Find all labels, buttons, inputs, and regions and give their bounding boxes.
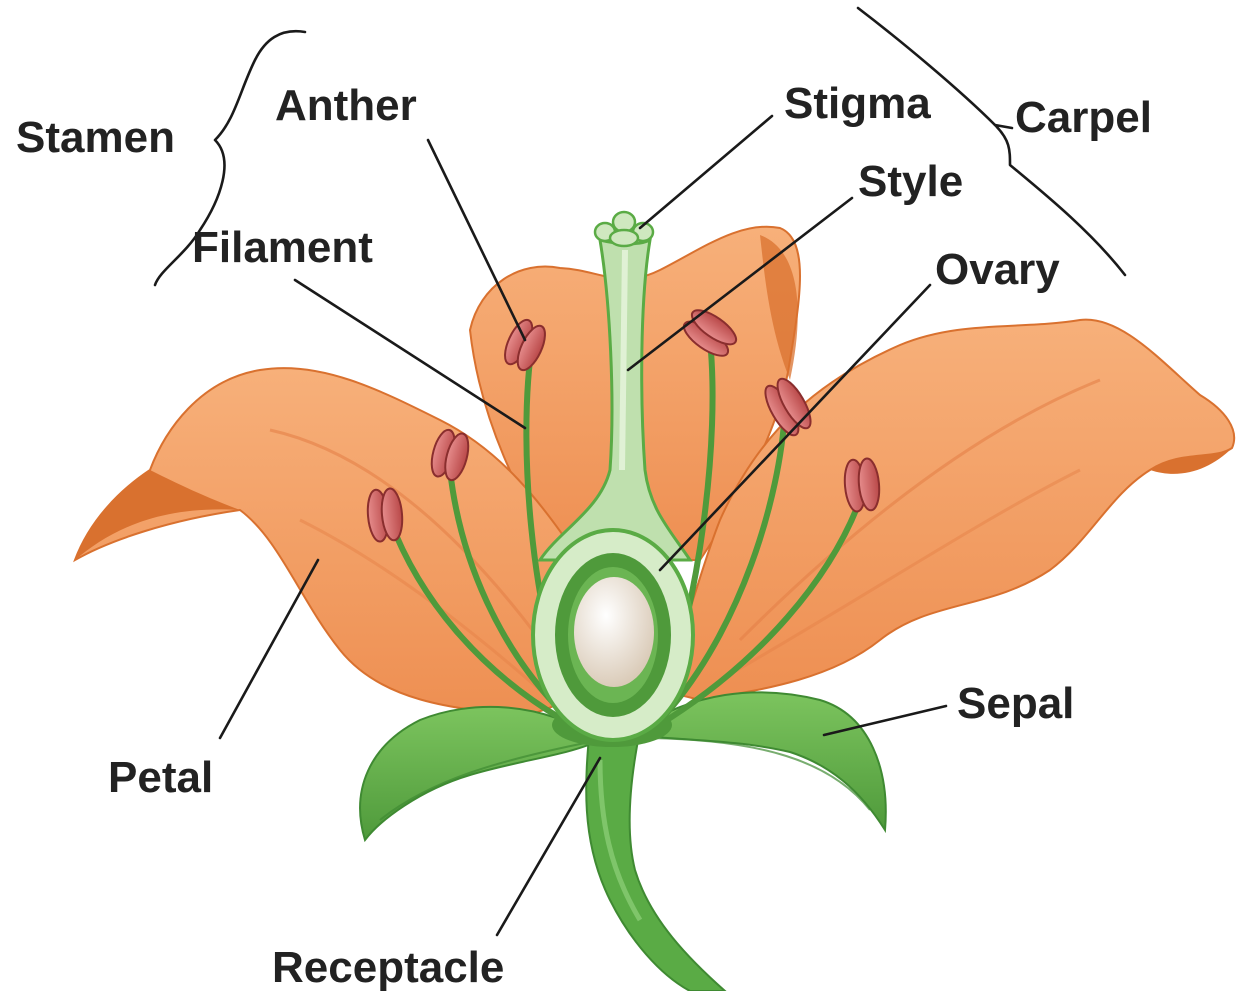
ovule-shape (574, 577, 654, 687)
label-anther: Anther (275, 81, 417, 130)
label-filament: Filament (192, 223, 373, 272)
label-carpel: Carpel (1015, 93, 1152, 142)
stem (586, 725, 725, 991)
label-petal: Petal (108, 753, 213, 802)
label-receptacle: Receptacle (272, 943, 504, 991)
label-sepal: Sepal (957, 679, 1074, 728)
label-style: Style (858, 157, 963, 206)
label-stamen: Stamen (16, 113, 175, 162)
label-ovary: Ovary (935, 245, 1060, 294)
stigma-shape (595, 212, 653, 246)
label-stigma: Stigma (784, 79, 931, 128)
